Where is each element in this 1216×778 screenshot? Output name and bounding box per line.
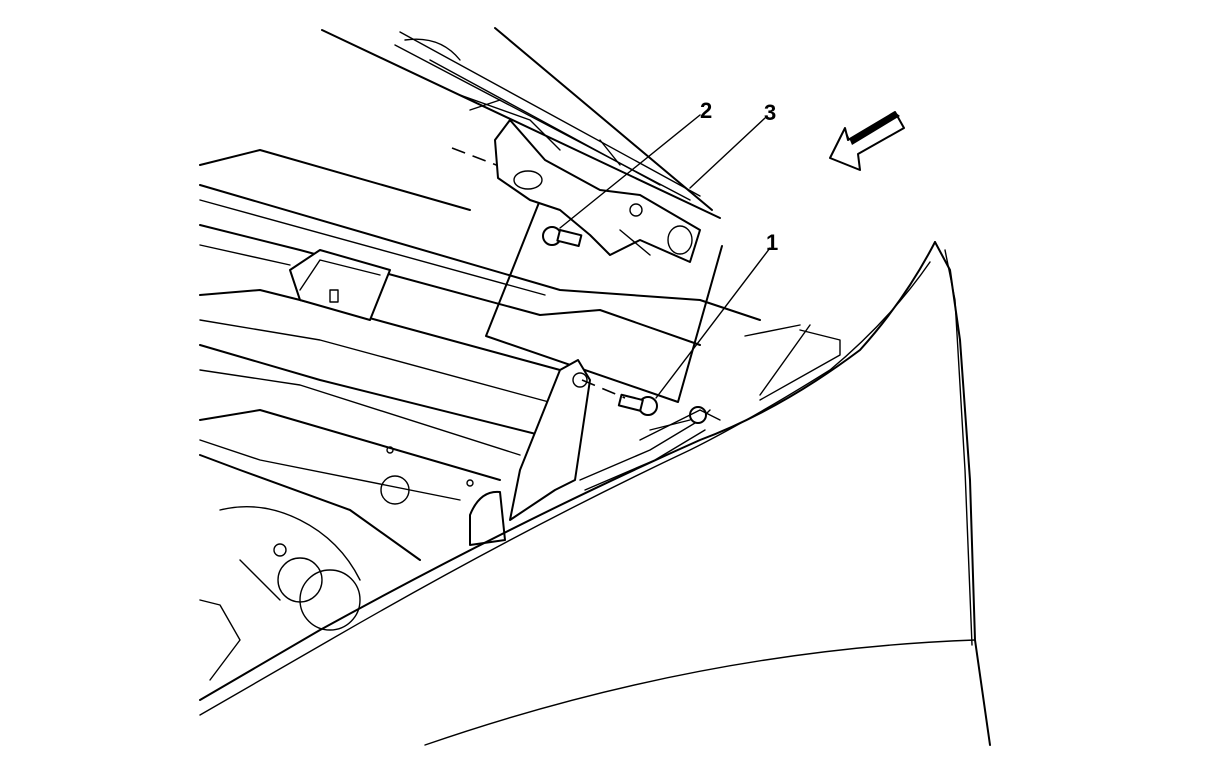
bolt-2 xyxy=(542,226,583,247)
fender-panel xyxy=(199,241,991,746)
upper-hinge-arm xyxy=(494,119,701,263)
cowl-vent xyxy=(289,249,391,321)
arrow-left-down-icon xyxy=(829,111,905,171)
callout-label-3: 3 xyxy=(764,100,776,125)
bolt-1 xyxy=(581,379,658,416)
hood-panel xyxy=(321,27,721,219)
lower-hinge-bracket xyxy=(469,359,721,546)
callout-label-1: 1 xyxy=(766,230,778,255)
callout-label-2: 2 xyxy=(700,98,712,123)
callout-leaders xyxy=(559,114,771,399)
